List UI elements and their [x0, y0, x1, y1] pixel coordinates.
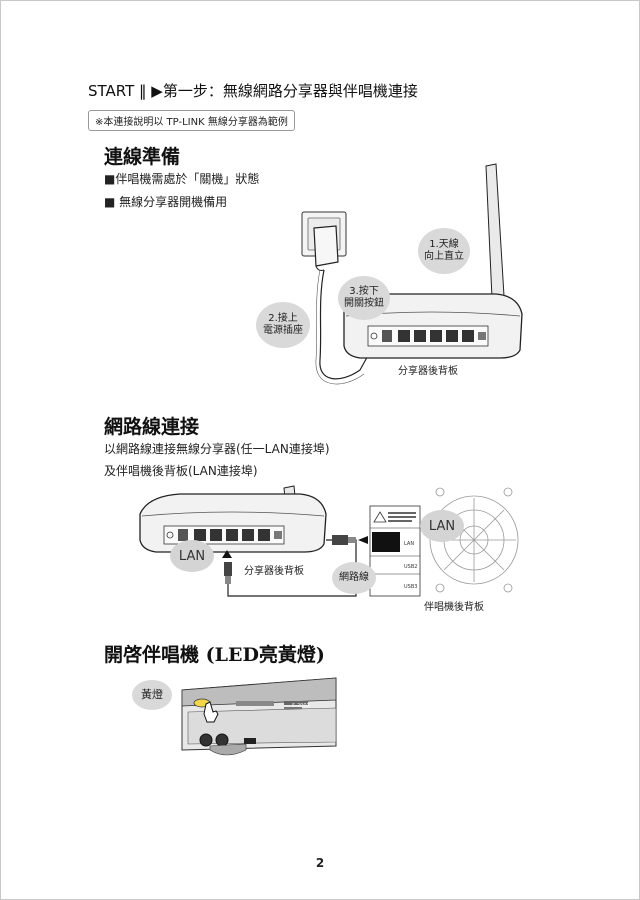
karaoke-player-front — [181, 677, 337, 756]
network-line-1: 以網路線連接無線分享器(任一LAN連接埠) — [104, 442, 330, 456]
power-adapter — [313, 225, 339, 271]
bubble-lan-player: LAN — [420, 510, 464, 542]
bubble-socket-line2: 電源插座 — [263, 325, 303, 336]
router-back — [343, 293, 523, 359]
panel-label-usb3: USB3 — [404, 584, 417, 590]
network-cable — [224, 535, 368, 597]
bubble-yellow-led: 黃燈 — [132, 680, 172, 710]
bubble-antenna: 1.天線向上直立 — [418, 228, 470, 274]
section-title-power-on: 開啓伴唱機 (LED亮黃燈) — [104, 644, 325, 666]
bullet-router-on: ■ 無線分享器開機備用 — [104, 195, 228, 209]
page-number: 2 — [315, 856, 325, 870]
caption-router-back-2: 分享器後背板 — [244, 566, 304, 577]
arrow-up-icon — [222, 550, 232, 558]
bullet-player-off: ■伴唱機需處於「關機」狀態 — [104, 172, 260, 186]
player-back-panel — [369, 505, 421, 597]
bubble-antenna-line2: 向上直立 — [424, 251, 464, 262]
panel-label-lan: LAN — [404, 541, 414, 547]
panel-label-usb2: USB2 — [404, 564, 417, 570]
bubble-power-line2: 開關按鈕 — [344, 298, 384, 309]
bubble-socket-line1: 2.接上 — [268, 313, 298, 324]
caption-router-back: 分享器後背板 — [398, 366, 458, 377]
player-model-label: S-2001 — [292, 703, 310, 709]
section-title-prep: 連線準備 — [104, 146, 181, 168]
section-title-network: 網路線連接 — [104, 416, 200, 438]
bubble-power-button: 3.按下開關按鈕 — [338, 276, 390, 320]
bubble-power-socket: 2.接上電源插座 — [256, 302, 310, 348]
power-cable — [319, 269, 371, 380]
bubble-yellow-led-label: 黃燈 — [141, 688, 163, 701]
bubble-network-cable: 網路線 — [332, 562, 376, 594]
network-line-2: 及伴唱機後背板(LAN連接埠) — [104, 464, 258, 478]
bubble-power-line1: 3.按下 — [349, 286, 379, 297]
bubble-network-cable-label: 網路線 — [339, 572, 369, 583]
page-header: START ‖ ▶第一步：無線網路分享器與伴唱機連接 — [88, 82, 418, 100]
caption-player-back: 伴唱機後背板 — [424, 602, 484, 613]
note-box: ※本連接說明以 TP-LINK 無線分享器為範例 — [88, 110, 295, 131]
router-back-2 — [139, 485, 327, 553]
bubble-lan-router: LAN — [170, 540, 214, 572]
bubble-antenna-line1: 1.天線 — [429, 239, 459, 250]
pointing-hand-icon — [203, 701, 219, 723]
